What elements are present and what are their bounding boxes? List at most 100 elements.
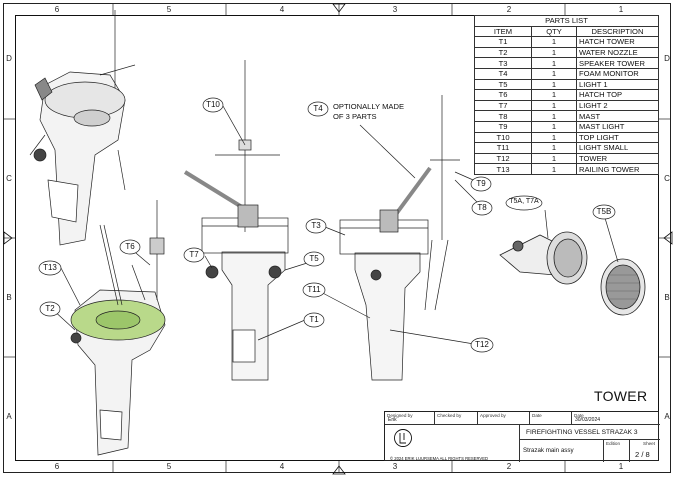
zone-right-a: A (664, 412, 670, 421)
part-qty: 1 (531, 142, 577, 154)
note-line-1: OPTIONALLY MADE (333, 102, 405, 111)
callout-t5b: T5B (596, 207, 612, 216)
callout-t6: T6 (125, 242, 135, 251)
tb-project: FIREFIGHTING VESSEL STRAZAK 3 (520, 425, 660, 440)
part-item: T1 (474, 36, 532, 48)
part-item: T9 (474, 120, 532, 133)
zone-left-a: A (6, 412, 12, 421)
drawing-frame (15, 15, 659, 461)
zone-bottom-1: 1 (618, 462, 624, 471)
part-qty: 1 (531, 57, 577, 69)
tb-checked-by: Checked by (435, 412, 478, 425)
tb-checked-by-label: Checked by (437, 413, 462, 418)
part-item: T5 (474, 78, 532, 91)
tb-date-label-1: Date (532, 413, 542, 418)
zone-right-b: B (664, 293, 670, 302)
part-qty: 1 (531, 67, 577, 80)
part-item: T10 (474, 131, 532, 144)
callout-t1: T1 (309, 315, 319, 324)
zone-top-2: 2 (506, 5, 512, 14)
tb-sheet: Sheet 2 / 8 (630, 440, 660, 462)
callout-t8: T8 (477, 203, 487, 212)
part-description: RAILING TOWER (576, 163, 659, 175)
tb-date-value: 30/03/2024 (575, 417, 601, 423)
header-item: ITEM (474, 25, 532, 38)
part-item: T11 (474, 142, 532, 154)
zone-top-4: 4 (279, 5, 285, 14)
part-item: T6 (474, 89, 532, 101)
header-description: DESCRIPTION (576, 25, 659, 38)
zone-left-b: B (6, 293, 12, 302)
tb-designed-by-value: Erik (388, 417, 397, 423)
part-qty: 1 (531, 163, 577, 175)
zone-bottom-5: 5 (166, 462, 172, 471)
callout-t11: T11 (307, 285, 321, 294)
sheet-title: TOWER (594, 388, 648, 404)
part-qty: 1 (531, 99, 577, 112)
view-front (183, 60, 289, 381)
part-description: LIGHT SMALL (576, 142, 659, 154)
part-qty: 1 (531, 89, 577, 101)
part-qty: 1 (531, 78, 577, 91)
part-item: T3 (474, 57, 532, 69)
zone-top-3: 3 (392, 5, 398, 14)
part-qty: 1 (531, 131, 577, 144)
tb-sheet-value: 2 / 8 (635, 450, 650, 459)
part-qty: 1 (531, 110, 577, 122)
frame-ticks (3, 3, 671, 473)
tb-drawing-name: Strazak main assy (520, 440, 604, 462)
zone-right-d: D (664, 54, 670, 63)
note-optional: OPTIONALLY MADE OF 3 PARTS (333, 102, 404, 122)
part-item: T8 (474, 110, 532, 122)
callout-t10: T10 (206, 100, 220, 109)
tb-date-2: Date 30/03/2024 (572, 412, 660, 425)
view-light-detail (499, 231, 646, 316)
tb-copyright: © 2024 ERIK LUURSEMA ALL RIGHTS RESERVED (390, 456, 489, 461)
part-description: LIGHT 1 (576, 78, 659, 91)
callout-t4: T4 (313, 104, 323, 113)
callout-t2: T2 (45, 304, 55, 313)
zone-bottom-3: 3 (392, 462, 398, 471)
callout-t9: T9 (476, 179, 486, 188)
callout-t5a-t7a: T5A, T7A (509, 198, 539, 205)
callout-bubbles (38, 97, 619, 353)
zone-top-1: 1 (618, 5, 624, 14)
callout-t5: T5 (309, 254, 319, 263)
part-description: MAST LIGHT (576, 120, 659, 133)
part-qty: 1 (531, 120, 577, 133)
zone-bottom-2: 2 (506, 462, 512, 471)
callout-t12: T12 (475, 340, 489, 349)
part-qty: 1 (531, 46, 577, 59)
note-line-2: OF 3 PARTS (333, 112, 377, 121)
tb-date-label-2: Date (574, 413, 584, 418)
callout-t3: T3 (311, 221, 321, 230)
parts-list-header-row: ITEM QTY DESCRIPTION (474, 25, 659, 38)
tb-designed-by-label: Designed by (387, 413, 413, 418)
parts-list-title: PARTS LIST (474, 15, 659, 27)
part-description: FOAM MONITOR (576, 67, 659, 80)
zone-top-6: 6 (54, 5, 60, 14)
tb-drawing-name-value: Strazak main assy (523, 447, 574, 454)
zone-right-c: C (664, 174, 670, 183)
part-description: LIGHT 2 (576, 99, 659, 112)
tb-date-1: Date (530, 412, 572, 425)
zone-left-c: C (6, 174, 12, 183)
part-description: TOP LIGHT (576, 131, 659, 144)
part-description: MAST (576, 110, 659, 122)
zone-top-5: 5 (166, 5, 172, 14)
part-description: HATCH TOP (576, 89, 659, 101)
